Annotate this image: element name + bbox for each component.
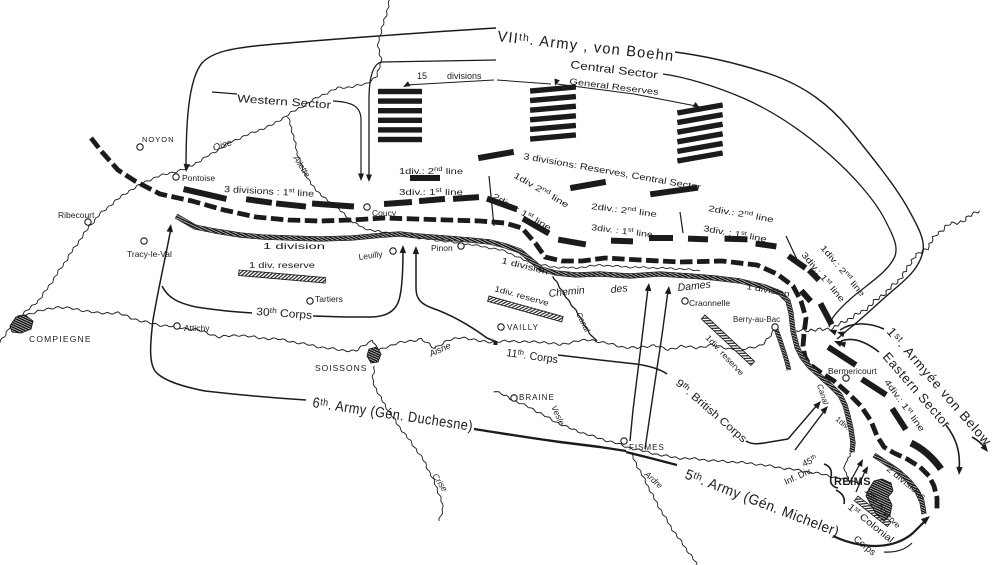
svg-text:1div.: 2nd​ line: 1div.: 2nd​ line bbox=[399, 166, 463, 176]
svg-text:3div.: 1st​ line: 3div.: 1st​ line bbox=[399, 187, 463, 197]
svg-text:VAILLY: VAILLY bbox=[507, 323, 539, 332]
svg-text:Pinon: Pinon bbox=[431, 243, 453, 253]
svg-text:REIMS: REIMS bbox=[834, 476, 871, 488]
svg-text:Bermericourt: Bermericourt bbox=[828, 366, 877, 376]
svg-text:BRAINE: BRAINE bbox=[519, 393, 555, 402]
svg-text:Ribecourt: Ribecourt bbox=[58, 210, 95, 220]
svg-text:Coucy: Coucy bbox=[372, 208, 397, 218]
svg-text:NOYON: NOYON bbox=[142, 135, 175, 144]
svg-text:Attichy: Attichy bbox=[184, 323, 210, 333]
svg-text:COMPIEGNE: COMPIEGNE bbox=[29, 334, 92, 344]
svg-text:1 division: 1 division bbox=[263, 241, 325, 251]
svg-text:Tracy-le-Val: Tracy-le-Val bbox=[127, 249, 172, 259]
svg-text:15: 15 bbox=[417, 71, 427, 81]
svg-text:SOISSONS: SOISSONS bbox=[315, 363, 367, 373]
svg-text:Craonnelle: Craonnelle bbox=[689, 298, 730, 308]
svg-text:Tartiers: Tartiers bbox=[315, 294, 343, 304]
svg-text:Leuilly: Leuilly bbox=[358, 249, 384, 262]
svg-text:FISMES: FISMES bbox=[629, 443, 665, 452]
svg-text:1 div. reserve: 1 div. reserve bbox=[249, 260, 315, 270]
svg-text:Dames: Dames bbox=[677, 278, 712, 293]
svg-text:des: des bbox=[610, 282, 629, 296]
svg-text:divisions: divisions bbox=[447, 71, 482, 81]
svg-text:Chemin: Chemin bbox=[548, 284, 585, 300]
svg-text:Berry-au-Bac: Berry-au-Bac bbox=[733, 315, 780, 324]
svg-text:Pontoise: Pontoise bbox=[182, 173, 215, 183]
